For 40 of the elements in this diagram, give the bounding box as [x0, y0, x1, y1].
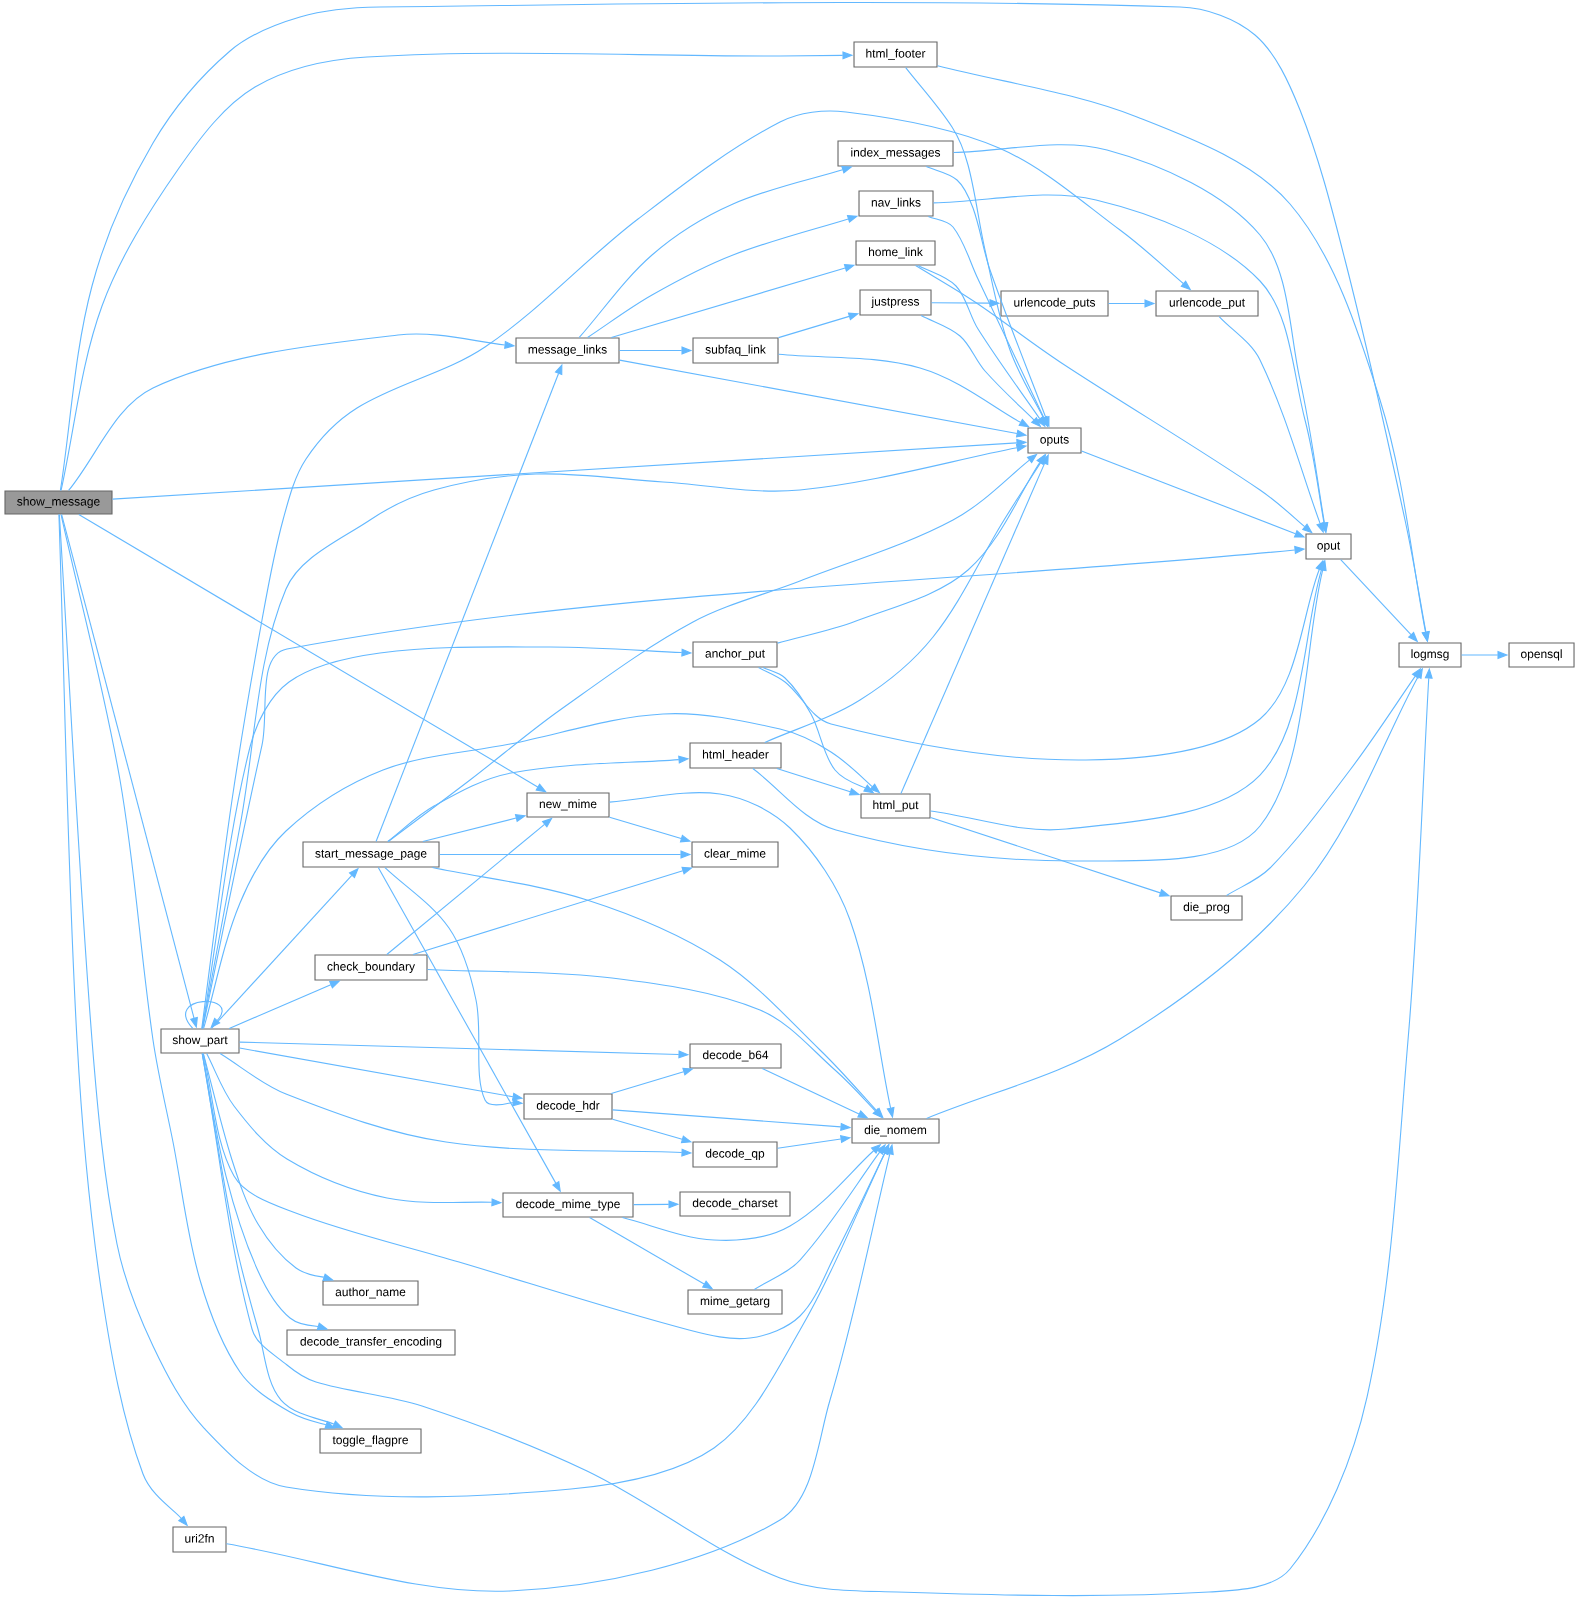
- function-box: show_part: [160, 1028, 240, 1054]
- function-box: check_boundary: [314, 954, 428, 981]
- function-box: anchor_put: [692, 641, 778, 668]
- function-box: index_messages: [837, 140, 954, 167]
- function-box: opensql: [1508, 642, 1575, 668]
- function-box: message_links: [515, 337, 620, 364]
- function-box: start_message_page: [302, 841, 440, 868]
- arrow: [78, 514, 547, 793]
- function-box: decode_hdr: [523, 1093, 613, 1120]
- arrow: [202, 1053, 890, 1340]
- function-box: decode_transfer_encoding: [286, 1329, 456, 1356]
- function-box: urlencode_put: [1155, 290, 1259, 317]
- function-box: clear_mime: [691, 841, 779, 868]
- arrow: [60, 514, 336, 1429]
- function-box: html_header: [689, 742, 782, 769]
- function-box: decode_b64: [689, 1043, 782, 1069]
- function-box: oputs: [1027, 427, 1082, 454]
- function-box: die_prog: [1170, 895, 1243, 921]
- function-box: oput: [1305, 533, 1352, 560]
- function-box: new_mime: [526, 792, 610, 818]
- function-box: justpress: [859, 289, 932, 316]
- function-box: decode_mime_type: [502, 1192, 634, 1218]
- function-box: html_footer: [853, 41, 938, 68]
- function-box: nav_links: [858, 190, 934, 217]
- function-box: html_put: [860, 793, 931, 819]
- function-box: home_link: [855, 240, 936, 266]
- function-box: decode_charset: [679, 1191, 791, 1217]
- function-box: urlencode_puts: [1000, 290, 1109, 317]
- function-box: die_nomem: [851, 1118, 940, 1144]
- function-box: show_message: [4, 490, 113, 515]
- arrow: [185, 1001, 223, 1029]
- arrow: [412, 866, 693, 955]
- function-box: subfaq_link: [692, 337, 779, 364]
- function-box: mime_getarg: [687, 1289, 783, 1315]
- function-box: author_name: [322, 1280, 419, 1306]
- arrow: [778, 353, 1030, 428]
- function-box: logmsg: [1398, 642, 1462, 668]
- function-box: toggle_flagpre: [319, 1428, 422, 1454]
- function-box: uri2fn: [172, 1526, 227, 1553]
- function-box: decode_qp: [692, 1141, 778, 1168]
